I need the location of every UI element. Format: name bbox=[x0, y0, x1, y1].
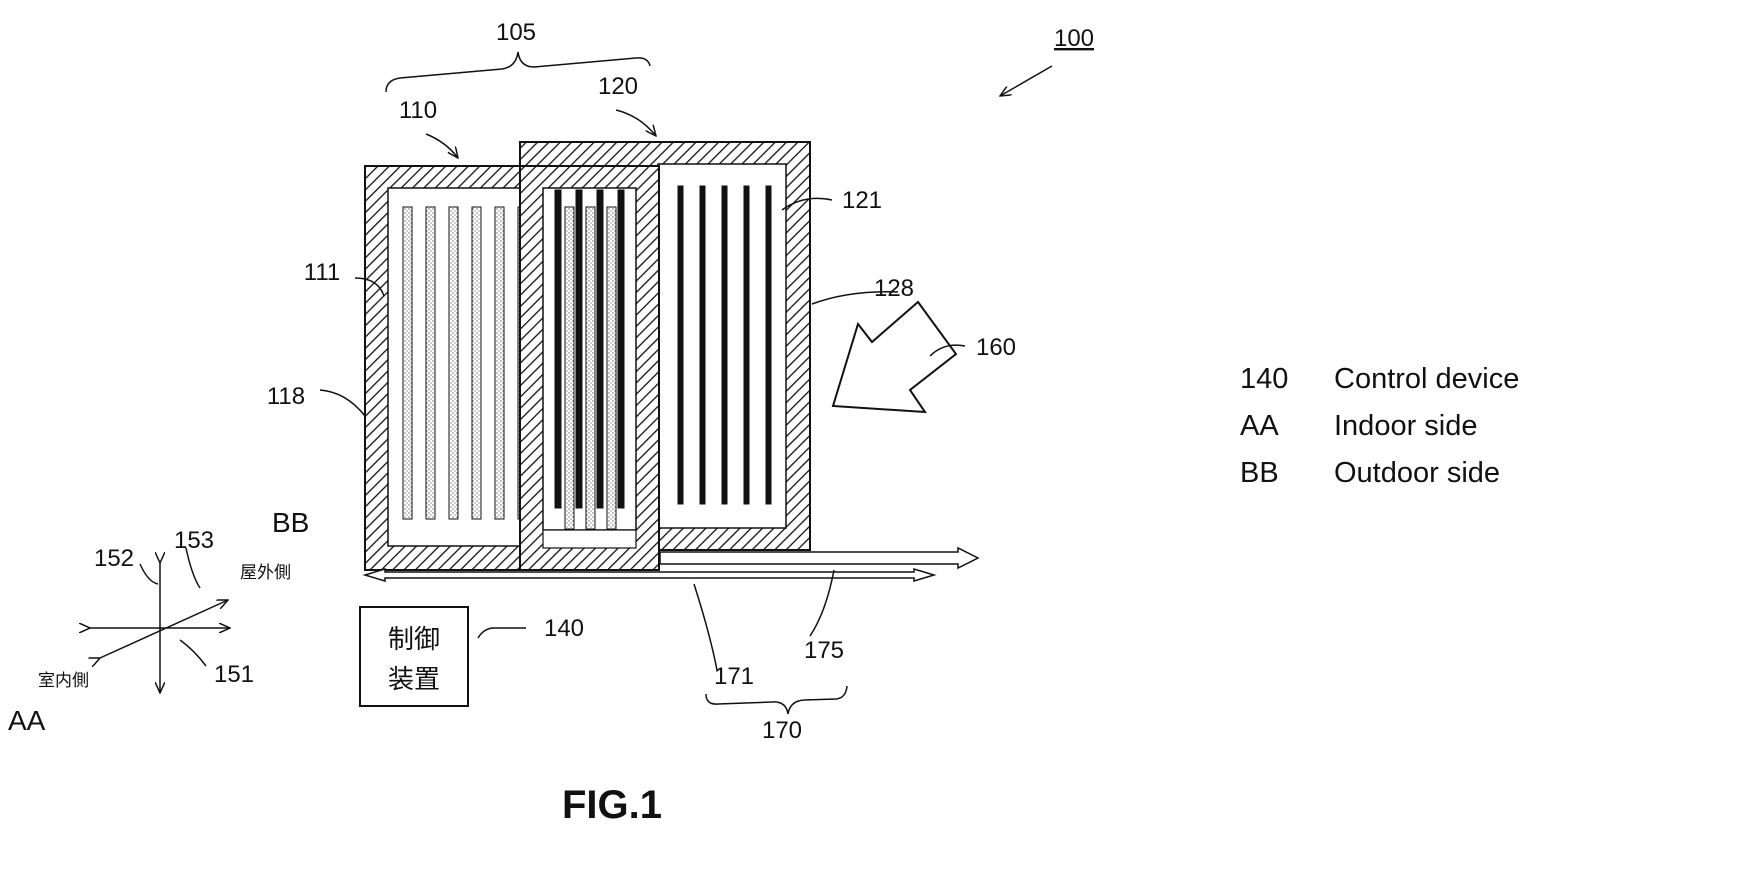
slat-111 bbox=[449, 207, 458, 519]
overlap-slats bbox=[555, 190, 624, 529]
ref-128: 128 bbox=[874, 275, 914, 302]
figure-caption: FIG.1 bbox=[562, 783, 662, 827]
ref-153: 153 bbox=[174, 527, 214, 554]
slat-111 bbox=[403, 207, 412, 519]
slat-121 bbox=[618, 190, 624, 508]
legend-code: 140 bbox=[1240, 363, 1334, 396]
ref-110: 110 bbox=[399, 97, 437, 124]
slat-121 bbox=[700, 186, 705, 504]
bb-label: BB bbox=[272, 507, 309, 538]
slat-111 bbox=[565, 207, 574, 529]
legend-row: BB Outdoor side bbox=[1240, 450, 1519, 497]
ref-111: 111 bbox=[304, 259, 340, 286]
control-device-box: 制御 装置 bbox=[360, 607, 468, 706]
slat-121 bbox=[597, 190, 603, 508]
slat-121 bbox=[678, 186, 683, 504]
direction-axes bbox=[90, 563, 230, 693]
ref-121: 121 bbox=[842, 187, 882, 214]
legend-text: Control device bbox=[1334, 363, 1519, 396]
slat-111 bbox=[426, 207, 435, 519]
ref-120: 120 bbox=[598, 73, 638, 100]
ref-175: 175 bbox=[804, 637, 844, 664]
ref-105: 105 bbox=[496, 19, 536, 46]
ref-151: 151 bbox=[214, 661, 254, 688]
slat-111 bbox=[472, 207, 481, 519]
slat-121 bbox=[744, 186, 749, 504]
legend-text: Indoor side bbox=[1334, 410, 1478, 443]
ref-118: 118 bbox=[267, 383, 305, 410]
slat-111 bbox=[607, 207, 616, 529]
control-device-text-line2: 装置 bbox=[388, 665, 440, 695]
slat-121 bbox=[576, 190, 582, 508]
slat-111 bbox=[586, 207, 595, 529]
legend-text: Outdoor side bbox=[1334, 457, 1500, 490]
ref-160: 160 bbox=[976, 334, 1016, 361]
ref-170: 170 bbox=[762, 717, 802, 744]
bracket-170 bbox=[706, 686, 847, 714]
slat-121 bbox=[766, 186, 771, 504]
legend-code: BB bbox=[1240, 457, 1334, 490]
overlap-region bbox=[520, 166, 659, 570]
indoor-side-jp-label: 室内側 bbox=[38, 671, 89, 691]
legend: 140 Control device AA Indoor side BB Out… bbox=[1240, 356, 1519, 497]
legend-row: AA Indoor side bbox=[1240, 403, 1519, 450]
outdoor-side-jp-label: 屋外側 bbox=[240, 563, 291, 583]
ref-171: 171 bbox=[714, 663, 754, 690]
slat-121 bbox=[555, 190, 561, 508]
ref-100: 100 bbox=[1054, 25, 1094, 52]
slat-111 bbox=[495, 207, 504, 519]
legend-row: 140 Control device bbox=[1240, 356, 1519, 403]
slat-121 bbox=[722, 186, 727, 504]
sunlight-arrow bbox=[833, 302, 956, 412]
control-device-text-line1: 制御 bbox=[388, 625, 440, 655]
ref-140: 140 bbox=[544, 615, 584, 642]
ref-152: 152 bbox=[94, 545, 134, 572]
aa-label: AA bbox=[8, 705, 46, 736]
legend-code: AA bbox=[1240, 410, 1334, 443]
